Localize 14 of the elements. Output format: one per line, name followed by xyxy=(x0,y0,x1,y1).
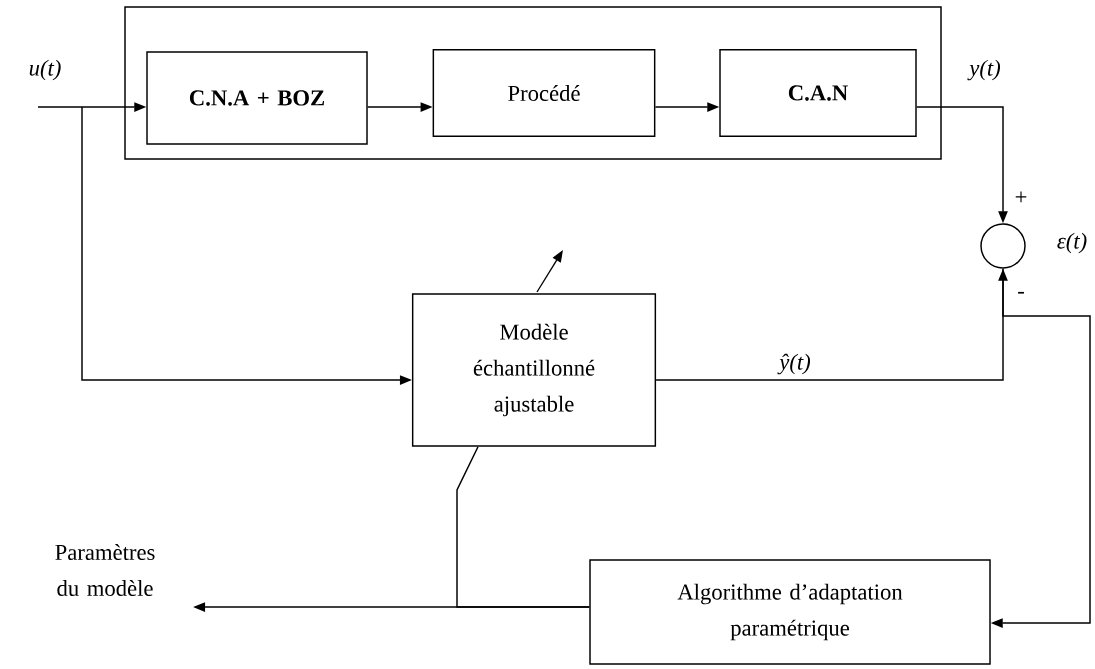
process-box: Algorithme d’adaptation paramétrique xyxy=(589,559,991,665)
signal-label: y(t) xyxy=(967,58,1003,82)
output-label: Paramètres du modèle xyxy=(55,544,155,596)
sign-label: - xyxy=(1018,291,1024,294)
summing-junction xyxy=(980,223,1026,269)
system-frame xyxy=(124,6,942,160)
sign-label: ε(t) xyxy=(1057,232,1087,254)
process-box: C.A.N xyxy=(719,48,917,138)
signal-label: u(t) xyxy=(27,58,63,82)
signal-label: ŷ(t) xyxy=(777,352,813,376)
process-box: Modèle échantillonné ajustable xyxy=(411,293,657,447)
process-box: Procédé xyxy=(432,48,656,138)
process-box: C.N.A + BOZ xyxy=(146,51,368,145)
sign-label: + xyxy=(1015,191,1027,203)
